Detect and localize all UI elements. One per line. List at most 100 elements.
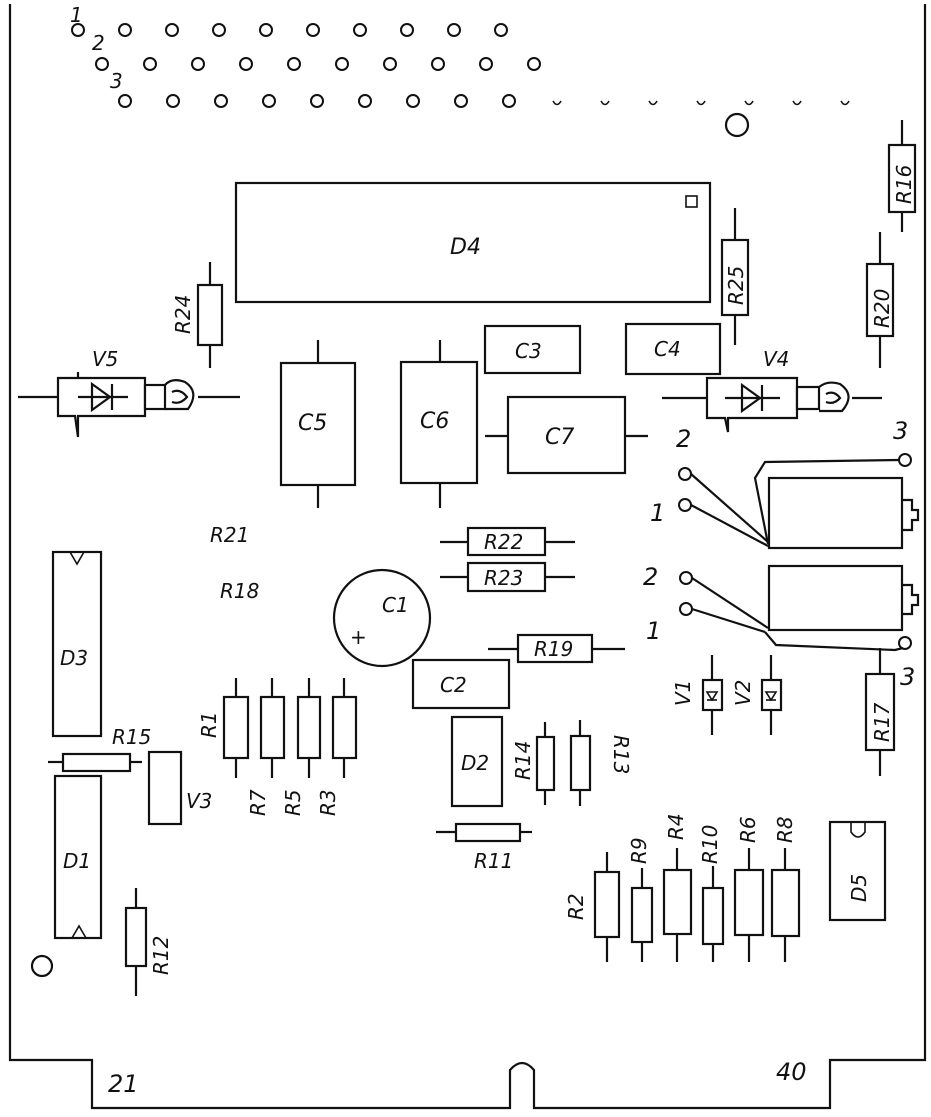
connector-pin	[494, 23, 508, 37]
connector-pin	[191, 57, 205, 71]
resistor-r5: R5	[281, 678, 322, 816]
connector-pin	[406, 94, 420, 108]
resistor-r17: R17	[864, 648, 896, 776]
connector-pin	[447, 23, 461, 37]
led-v4-label: V4	[763, 347, 789, 371]
resistor-r8-label: R8	[773, 816, 797, 843]
connector-pin	[262, 94, 276, 108]
connector-pin	[454, 94, 468, 108]
resistor-r12: R12	[124, 888, 173, 996]
resistor-r15-label: R15	[112, 725, 151, 749]
capacitor-c3-label: C3	[515, 339, 542, 363]
chip-d3: D3	[51, 550, 103, 738]
resistor-r13-label: R13	[609, 735, 633, 774]
resistor-r4: R4	[662, 813, 693, 962]
diode-v2-label: V2	[731, 680, 755, 706]
connector-pin	[95, 57, 109, 71]
resistor-r21-label: R21	[210, 523, 249, 547]
connector-pin	[118, 23, 132, 37]
connector-pin	[143, 57, 157, 71]
resistor-r25: R25	[720, 208, 750, 345]
resistor-r17-label: R17	[870, 702, 894, 742]
capacitor-c1: C1 +	[332, 568, 432, 668]
connector-pin	[840, 100, 850, 106]
transistor-v3-label: V3	[186, 789, 212, 813]
resistor-r6-label: R6	[736, 816, 760, 843]
connector-pin	[239, 57, 253, 71]
resistor-r7-label: R7	[246, 789, 270, 816]
resistor-r12-label: R12	[149, 936, 173, 975]
resistor-r22-label: R22	[484, 530, 523, 554]
resistor-r23: R23	[440, 561, 575, 593]
chip-d1: D1	[53, 774, 103, 940]
resistor-r9: R9	[627, 837, 654, 962]
connector-pin	[502, 94, 516, 108]
connector-pin	[744, 100, 754, 106]
resistor-r18-label: R18	[220, 579, 259, 603]
relay-lower: 2 1 3	[643, 563, 920, 691]
resistor-r16: R16	[887, 120, 917, 232]
resistor-r11: R11	[436, 822, 532, 873]
resistor-r15: R15	[48, 725, 151, 773]
resistor-r9-label: R9	[627, 837, 651, 864]
connector-pin	[648, 100, 658, 106]
capacitor-c1-label: C1	[382, 593, 409, 617]
capacitor-c7-label: C7	[545, 425, 574, 450]
relay-upper-pin-3: 3	[893, 417, 908, 445]
resistor-r2: R2	[564, 852, 621, 962]
connector-pin	[166, 94, 180, 108]
resistor-r10-label: R10	[698, 825, 722, 864]
resistor-r19: R19	[488, 633, 625, 664]
chip-d1-label: D1	[63, 849, 91, 873]
chip-d2-label: D2	[461, 751, 489, 775]
relay-lower-pin-1: 1	[646, 617, 661, 645]
resistor-r6: R6	[733, 816, 765, 962]
resistor-r24: R24	[171, 262, 224, 368]
resistor-r20-label: R20	[870, 289, 894, 328]
diode-v2: V2	[731, 655, 783, 735]
connector-pin	[383, 57, 397, 71]
connector-pin	[527, 57, 541, 71]
capacitor-c4-label: C4	[654, 337, 681, 361]
resistor-r10: R10	[698, 825, 725, 962]
resistor-r1-label: R1	[197, 711, 221, 738]
resistor-r11-label: R11	[474, 849, 513, 873]
pin-row-label-3: 3	[110, 69, 123, 93]
resistor-r13: R13	[569, 720, 633, 806]
resistor-r3-label: R3	[316, 789, 340, 816]
connector-pin	[400, 23, 414, 37]
connector-pin	[335, 57, 349, 71]
capacitor-c7: C7	[485, 395, 648, 475]
resistor-r22: R22	[440, 526, 575, 557]
connector-pin	[287, 57, 301, 71]
connector-pin	[306, 23, 320, 37]
edge-label-left: 21	[108, 1070, 139, 1098]
relay-lower-pin-2: 2	[643, 563, 658, 591]
connector-pin	[479, 57, 493, 71]
resistor-r19-label: R19	[534, 637, 573, 661]
pin-row-label-2: 2	[92, 31, 105, 55]
chip-d4: D4	[234, 181, 712, 304]
connector-pin	[310, 94, 324, 108]
resistor-r2-label: R2	[564, 893, 588, 920]
capacitor-c2-label: C2	[440, 673, 467, 697]
resistor-r20: R20	[865, 232, 895, 368]
board-outline	[8, 4, 927, 1110]
chip-d5-label: D5	[847, 874, 871, 902]
mounting-hole	[724, 112, 750, 138]
connector-pin	[431, 57, 445, 71]
resistor-r23-label: R23	[484, 566, 523, 590]
capacitor-c5-label: C5	[298, 411, 327, 436]
resistor-r24-label: R24	[171, 295, 195, 334]
resistor-r14: R14	[511, 722, 556, 805]
connector-pin	[353, 23, 367, 37]
diode-v1-label: V1	[671, 680, 695, 706]
capacitor-c5: C5	[279, 340, 357, 508]
edge-label-right: 40	[776, 1058, 807, 1086]
connector-pin	[792, 100, 802, 106]
relay-upper: 2 1 3	[650, 417, 920, 550]
led-v5-label: V5	[92, 347, 118, 371]
connector-pin	[600, 100, 610, 106]
connector-pin	[165, 23, 179, 37]
